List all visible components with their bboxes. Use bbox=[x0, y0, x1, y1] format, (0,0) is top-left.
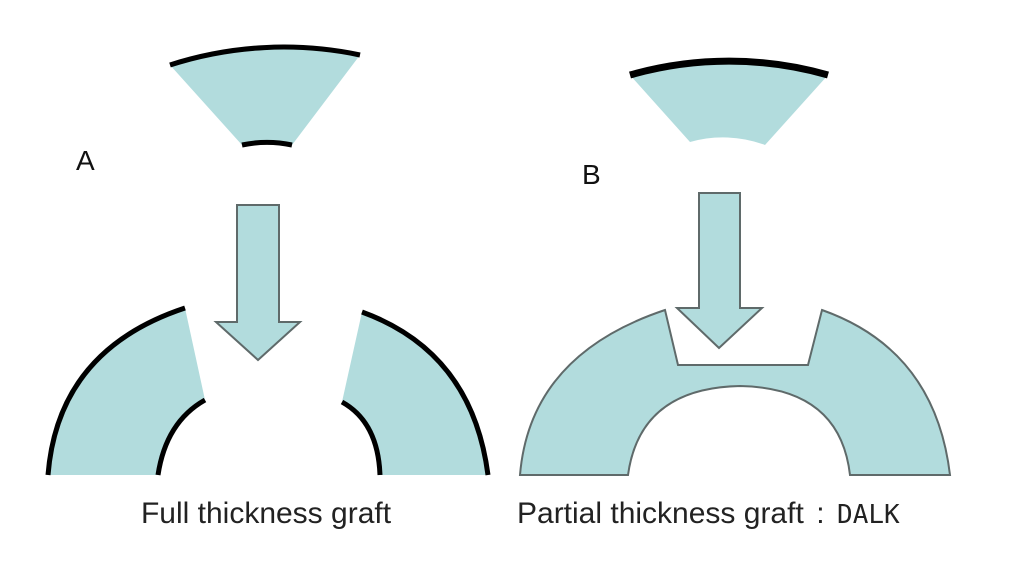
panel-a-recipient-left-outer-edge bbox=[45, 305, 186, 476]
panel-a-caption: Full thickness graft bbox=[141, 497, 392, 530]
panel-b-donor-anterior-surface bbox=[629, 57, 829, 79]
panel-a-donor-anterior-surface bbox=[169, 44, 361, 68]
panel-a-down-arrow bbox=[213, 204, 303, 362]
panel-b-donor-graft bbox=[630, 61, 828, 145]
panel-a-label: A bbox=[76, 145, 95, 176]
panel-a-recipient-left bbox=[48, 308, 205, 475]
panel-a-donor-posterior-surface bbox=[241, 139, 293, 148]
panel-b-down-arrow bbox=[674, 192, 765, 350]
panel-b-label: B bbox=[582, 159, 601, 190]
panel-b-caption: Partial thickness graft bbox=[517, 497, 804, 530]
panel-b: B Partial thickness graft : DALK bbox=[517, 57, 952, 530]
panel-a-recipient-right-outer-edge bbox=[361, 309, 491, 476]
panel-b-caption-line: Partial thickness graft : DALK bbox=[517, 497, 900, 530]
panel-a-recipient-right-inner-edge bbox=[340, 399, 383, 476]
panel-b-caption-separator: : bbox=[816, 497, 824, 530]
panel-a-donor-graft bbox=[170, 47, 360, 145]
panel-a: A Full thickness graft bbox=[45, 44, 491, 530]
panel-a-recipient-right bbox=[342, 312, 488, 475]
panel-b-recipient-cornea bbox=[518, 308, 952, 476]
panel-a-recipient-left-inner-edge bbox=[155, 397, 207, 476]
panel-b-caption-suffix: DALK bbox=[837, 500, 900, 530]
